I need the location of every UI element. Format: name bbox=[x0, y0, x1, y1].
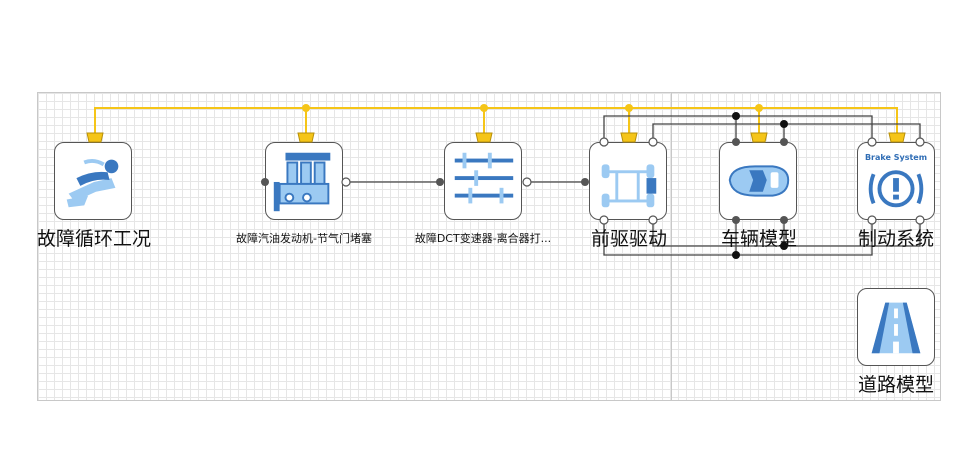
label-fwd: 前驱驱动 bbox=[590, 228, 668, 250]
road-icon bbox=[871, 302, 921, 354]
block-brake[interactable]: Brake System bbox=[857, 142, 935, 220]
driver-icon bbox=[66, 158, 119, 208]
block-road[interactable] bbox=[857, 288, 935, 366]
label-brake: 制动系统 bbox=[857, 228, 935, 250]
brake-icon-text: Brake System bbox=[864, 153, 928, 162]
block-vehicle[interactable] bbox=[719, 142, 797, 220]
engine-icon bbox=[273, 152, 331, 212]
block-engine[interactable] bbox=[265, 142, 343, 220]
brake-warning-icon bbox=[868, 170, 924, 208]
label-engine: 故障汽油发动机-节气门堵塞 bbox=[236, 232, 372, 245]
car-icon bbox=[728, 165, 790, 197]
label-transmission: 故障DCT变速器-离合器打... bbox=[414, 232, 552, 245]
gearbox-icon bbox=[454, 152, 514, 204]
label-drive-cycle: 故障循环工况 bbox=[36, 228, 152, 250]
diagram-canvas[interactable] bbox=[37, 92, 941, 401]
page-break-line bbox=[671, 93, 672, 400]
label-road: 道路模型 bbox=[857, 374, 935, 396]
block-transmission[interactable] bbox=[444, 142, 522, 220]
block-drive-cycle[interactable] bbox=[54, 142, 132, 220]
drivetrain-icon bbox=[601, 164, 657, 208]
block-fwd[interactable] bbox=[589, 142, 667, 220]
label-vehicle: 车辆模型 bbox=[720, 228, 798, 250]
